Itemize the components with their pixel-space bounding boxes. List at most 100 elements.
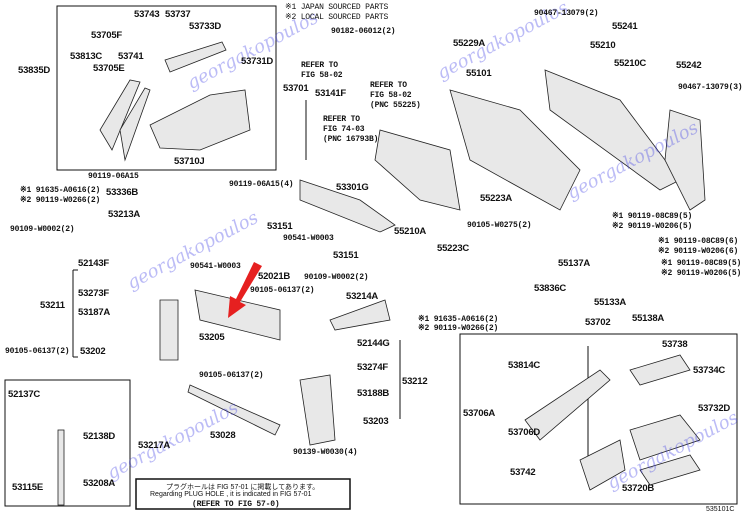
refer-text: FIG 58-02 [370, 91, 412, 100]
part-label[interactable]: 53706A [463, 408, 496, 419]
part-label[interactable]: 53734C [693, 365, 726, 376]
part-label[interactable]: 90467-13079(2) [534, 9, 599, 18]
part-label[interactable]: 53336B [106, 187, 139, 198]
part-label[interactable]: 55223C [437, 243, 470, 254]
part-label[interactable]: 53705E [93, 63, 125, 74]
part-label[interactable]: ※1 91635-A0616(2) [418, 315, 499, 324]
part-label[interactable]: 90182-06012(2) [331, 27, 396, 36]
part-label[interactable]: 53274F [357, 362, 389, 373]
part-label[interactable]: 53213A [108, 209, 141, 220]
part-label[interactable]: 52143F [78, 258, 110, 269]
refer-text: REFER TO [301, 61, 338, 70]
part-label[interactable]: 53217A [138, 440, 171, 451]
part-label[interactable]: 53705F [91, 30, 123, 41]
part-label[interactable]: 53115E [12, 482, 44, 493]
part-label[interactable]: 90541-W0003 [190, 262, 241, 271]
part-label[interactable]: 55101 [466, 68, 492, 79]
part-label[interactable]: 53151 [267, 221, 293, 232]
part-label[interactable]: 53214A [346, 291, 379, 302]
part-label[interactable]: 53738 [662, 339, 688, 350]
part-label[interactable]: 53202 [80, 346, 106, 357]
part-label[interactable]: 53212 [402, 376, 428, 387]
part-label[interactable]: ※2 90119-W0266(2) [20, 196, 101, 205]
part-label[interactable]: ※2 90119-W0206(5) [612, 222, 693, 231]
part-label[interactable]: 55210C [614, 58, 647, 69]
part-label[interactable]: 53814C [508, 360, 541, 371]
note-reference: (REFER TO FIG 57-0) [192, 500, 280, 509]
part-53710J [149, 89, 251, 151]
part-label[interactable]: 53187A [78, 307, 111, 318]
part-label[interactable]: ※1 90119-08C89(5) [612, 212, 693, 221]
part-label[interactable]: 53208A [83, 478, 116, 489]
part-label[interactable]: 53211 [40, 300, 65, 311]
part-label[interactable]: ※2 90119-W0206(5) [661, 269, 742, 278]
part-label[interactable]: ※1 90119-08C89(6) [658, 237, 739, 246]
part-label[interactable]: ※2 90119-W0206(6) [658, 247, 739, 256]
part-label[interactable]: 52144G [357, 338, 390, 349]
part-label[interactable]: 90109-W0002(2) [10, 225, 75, 234]
refer-text: FIG 58-02 [301, 71, 343, 80]
part-label[interactable]: 53273F [78, 288, 110, 299]
part-label[interactable]: 53301G [336, 182, 369, 193]
part-label[interactable]: ※1 91635-A0616(2) [20, 186, 101, 195]
part-label[interactable]: 53741 [118, 51, 144, 62]
figure-code: 535101C [706, 506, 735, 513]
part-label[interactable]: 53836C [534, 283, 567, 294]
part-label[interactable]: 90139-W0030(4) [293, 448, 358, 457]
part-label[interactable]: 55138A [632, 313, 665, 324]
part-label[interactable]: 53702 [585, 317, 611, 328]
note-japanese: プラグホールは FIG 57-01 に掲載してあります。 [166, 484, 320, 491]
part-label[interactable]: 52021B [258, 271, 291, 282]
refer-text: (PNC 55225) [370, 101, 421, 110]
upper-left-group-box [56, 5, 277, 171]
part-label[interactable]: 55137A [558, 258, 591, 269]
part-label[interactable]: 55241 [612, 21, 638, 32]
part-label[interactable]: 53701 [283, 83, 309, 94]
part-label[interactable]: 90109-W0002(2) [304, 273, 369, 282]
part-label[interactable]: 55210 [590, 40, 616, 51]
part-label[interactable]: 55223A [480, 193, 513, 204]
part-label[interactable]: 53813C [70, 51, 103, 62]
part-label[interactable]: 53710J [174, 156, 205, 167]
part-label[interactable]: 53732D [698, 403, 731, 414]
part-label[interactable]: 53742 [510, 467, 536, 478]
part-label[interactable]: 90119-06A15 [88, 172, 139, 181]
refer-text: FIG 74-03 [323, 125, 365, 134]
part-label[interactable]: 52138D [83, 431, 116, 442]
legend-local: ※2 LOCAL SOURCED PARTS [285, 13, 389, 22]
part-label[interactable]: 90105-W0275(2) [467, 221, 532, 230]
part-label[interactable]: 53188B [357, 388, 390, 399]
note-english: Regarding PLUG HOLE , it is indicated in… [150, 491, 312, 498]
part-label[interactable]: 90467-13079(3) [678, 83, 743, 92]
legend-japan: ※1 JAPAN SOURCED PARTS [285, 3, 389, 12]
lower-left-group-box [4, 379, 131, 507]
part-label[interactable]: ※1 90119-08C89(5) [661, 259, 742, 268]
part-label[interactable]: 90119-06A15(4) [229, 180, 294, 189]
part-label[interactable]: 53151 [333, 250, 359, 261]
part-label[interactable]: 53028 [210, 430, 236, 441]
part-label[interactable]: 53141F [315, 88, 347, 99]
part-label[interactable]: 53203 [363, 416, 389, 427]
part-label[interactable]: 53731D [241, 56, 274, 67]
part-label[interactable]: 53733D [189, 21, 222, 32]
part-label[interactable]: 52137C [8, 389, 41, 400]
part-label[interactable]: 55242 [676, 60, 702, 71]
refer-text: REFER TO [323, 115, 360, 124]
part-label[interactable]: 53706D [508, 427, 541, 438]
part-label[interactable]: 90105-06137(2) [5, 347, 70, 356]
part-label[interactable]: 90541-W0003 [283, 234, 334, 243]
part-label[interactable]: 90105-06137(2) [250, 286, 315, 295]
part-label[interactable]: 55210A [394, 226, 427, 237]
part-label[interactable]: 53720B [622, 483, 655, 494]
part-label[interactable]: 53743 [134, 9, 160, 20]
part-label[interactable]: 53737 [165, 9, 191, 20]
part-label[interactable]: 55229A [453, 38, 486, 49]
part-label[interactable]: 55133A [594, 297, 627, 308]
lower-right-group-box [459, 333, 738, 505]
part-label[interactable]: 53205 [199, 332, 225, 343]
part-label[interactable]: 53835D [18, 65, 51, 76]
part-label[interactable]: ※2 90119-W0266(2) [418, 324, 499, 333]
part-label[interactable]: 90105-06137(2) [199, 371, 264, 380]
